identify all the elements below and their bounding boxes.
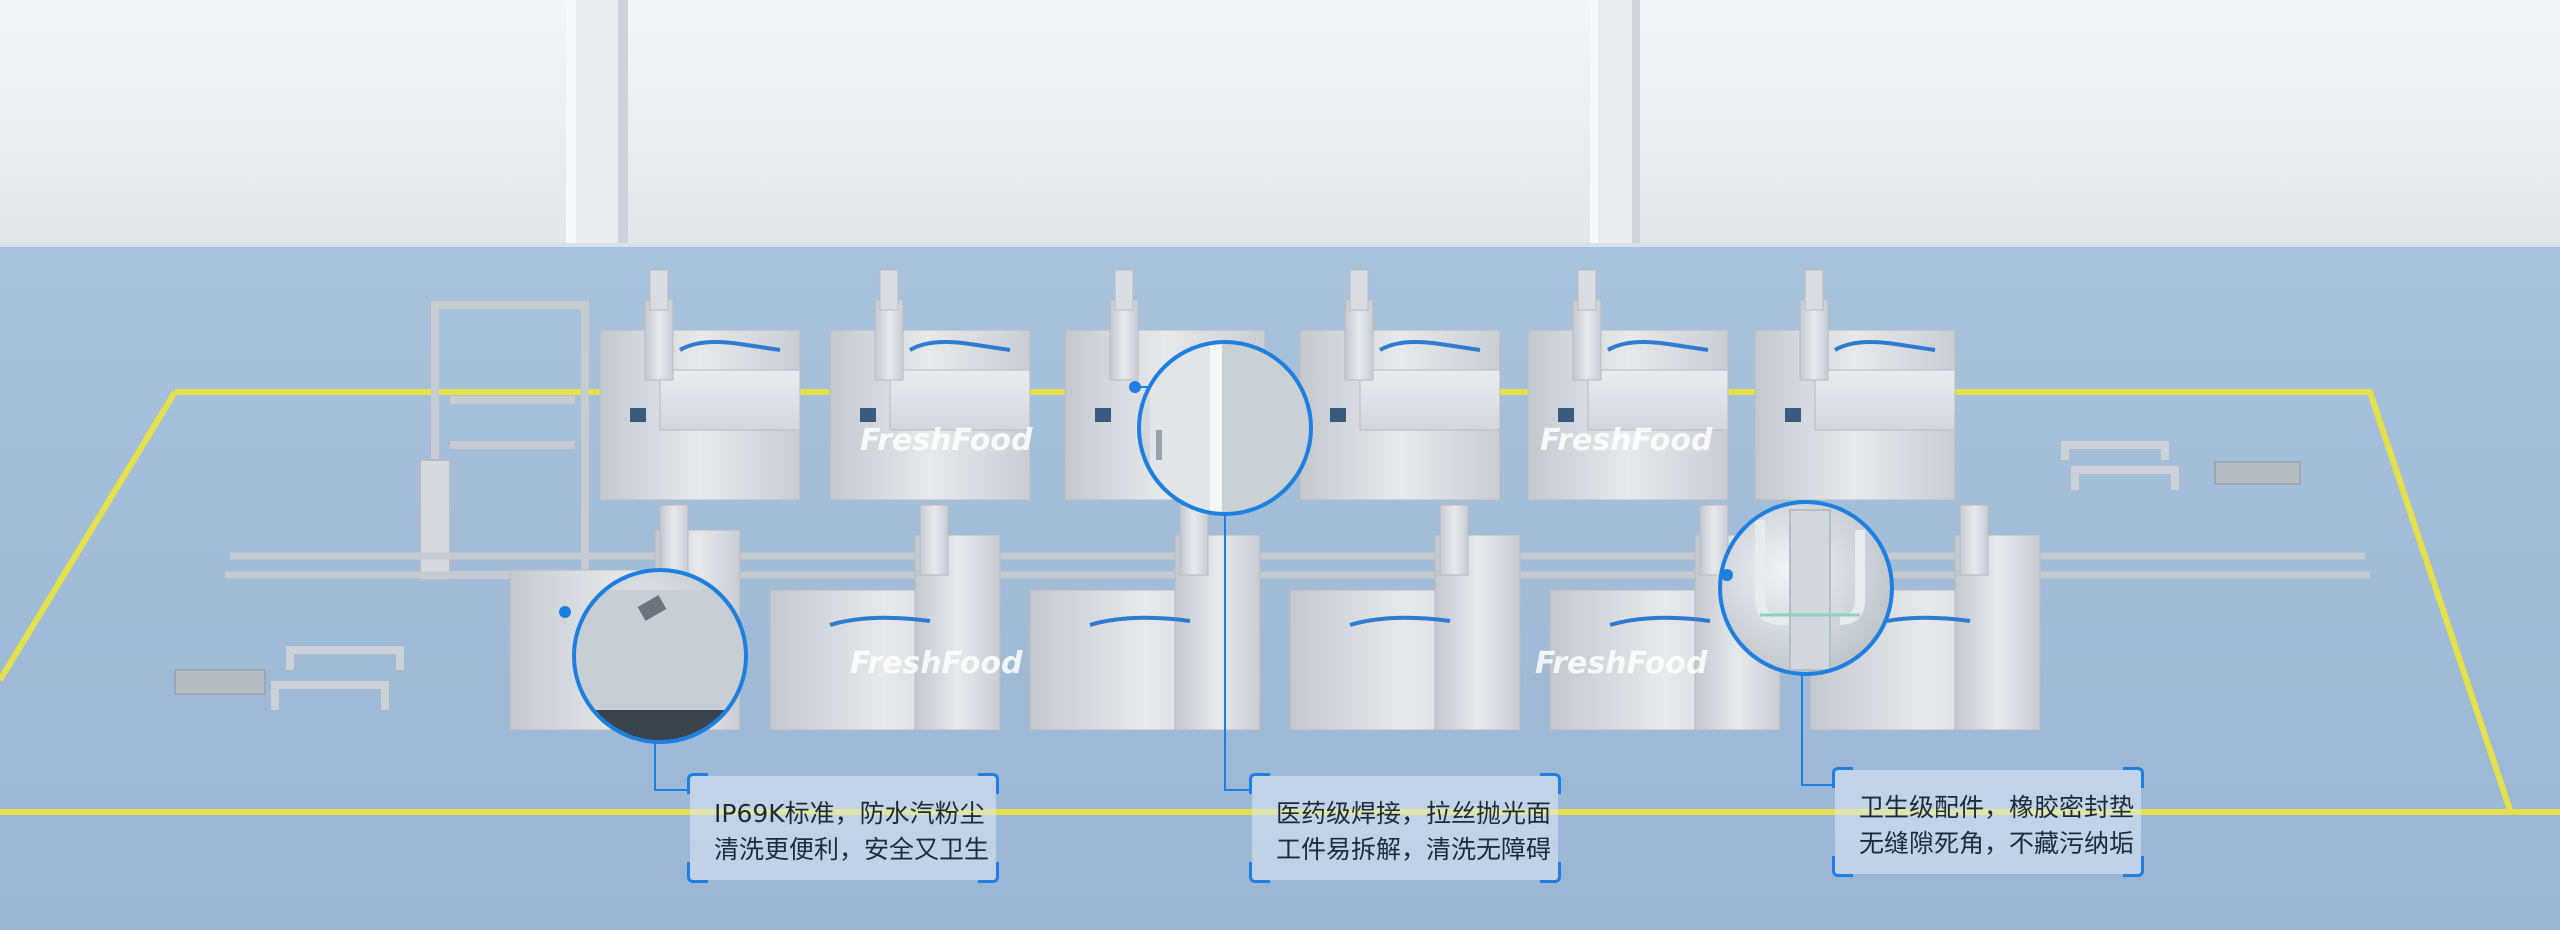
- callout-fittings: 卫生级配件，橡胶密封垫 无缝隙死角，不藏污纳垢: [1832, 767, 2144, 877]
- lift-frame: [419, 301, 589, 581]
- magnifier-callout-icon: [559, 568, 748, 744]
- callout-line: IP69K标准，防水汽粉尘: [714, 799, 985, 828]
- callout-line: 卫生级配件，橡胶密封垫: [1859, 793, 2135, 822]
- watermark: FreshFood: [850, 646, 1023, 681]
- watermark: FreshFood: [1540, 423, 1713, 458]
- watermark: FreshFood: [1535, 646, 1708, 681]
- wall-column-left: [566, 0, 628, 255]
- watermark: FreshFood: [860, 423, 1033, 458]
- spare-handles: [271, 441, 2179, 710]
- callout-line: 工件易拆解，清洗无障碍: [1276, 835, 1552, 864]
- magnifier-callout-icon: [1129, 340, 1313, 516]
- magnifier-callout-icon: [1718, 500, 1894, 676]
- back-wall: [0, 0, 2560, 245]
- wall-column-right: [1590, 0, 1640, 255]
- callout-line: 无缝隙死角，不藏污纳垢: [1859, 829, 2135, 858]
- tool-tray-right: [2214, 461, 2301, 485]
- callout-welding: 医药级焊接，拉丝抛光面 工件易拆解，清洗无障碍: [1249, 773, 1561, 883]
- callout-hygiene-standard: IP69K标准，防水汽粉尘 清洗更便利，安全又卫生: [687, 773, 999, 883]
- tool-tray-left: [174, 669, 266, 695]
- callout-line: 医药级焊接，拉丝抛光面: [1276, 799, 1552, 828]
- callout-line: 清洗更便利，安全又卫生: [714, 835, 990, 864]
